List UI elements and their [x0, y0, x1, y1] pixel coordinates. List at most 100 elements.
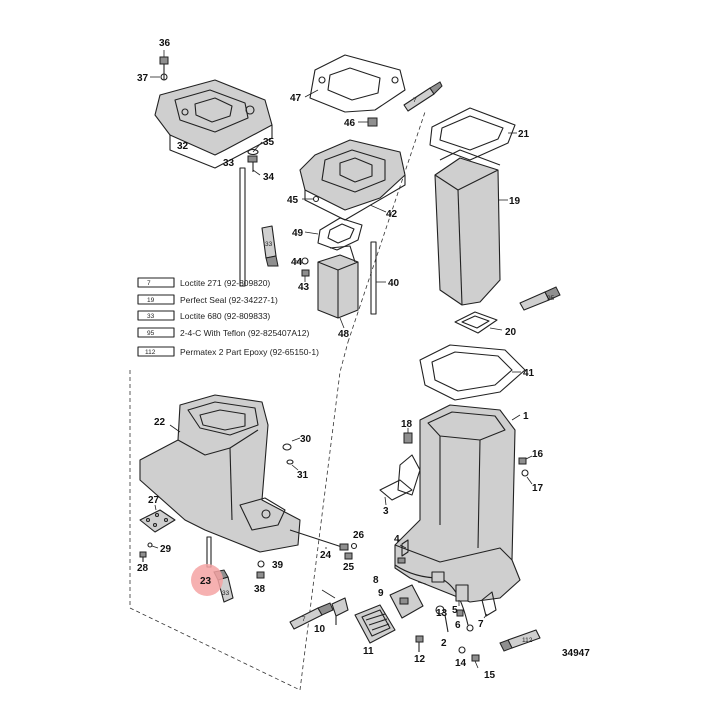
- screw-36[interactable]: [159, 50, 169, 80]
- part-label: 34: [263, 172, 275, 183]
- part-label: 49: [292, 228, 304, 239]
- stud-23[interactable]: [206, 536, 212, 568]
- cover-11[interactable]: [354, 604, 396, 644]
- sealant-tube-95-right: [519, 286, 561, 311]
- legend-row-4: 112 Permatex 2 Part Epoxy (92-65150-1): [137, 346, 319, 357]
- ring-13[interactable]: [435, 605, 445, 615]
- part-label: 28: [137, 563, 149, 574]
- part-label: 15: [484, 670, 496, 681]
- part-label: 24: [320, 550, 332, 561]
- part-label: 5: [452, 605, 458, 616]
- legend-row-1: 19 Perfect Seal (92-34227-1): [137, 294, 278, 305]
- stud-34[interactable]: [252, 162, 261, 176]
- bracket-48[interactable]: [317, 245, 359, 329]
- washer-43[interactable]: [301, 269, 310, 282]
- tube-code: 95: [547, 295, 555, 302]
- part-label: 26: [353, 530, 365, 541]
- adaptor-plate-32[interactable]: [154, 79, 273, 169]
- clip-4[interactable]: [399, 539, 409, 557]
- legend-row-2: 33 Loctite 680 (92-809833): [137, 310, 270, 321]
- tube-code: 7: [413, 97, 417, 104]
- seal-20[interactable]: [454, 311, 503, 334]
- part-label: 35: [263, 137, 275, 148]
- part-label: 47: [290, 93, 302, 104]
- clip-18[interactable]: [403, 428, 413, 444]
- washer-26[interactable]: [350, 542, 358, 550]
- tube-code: 33: [222, 590, 230, 597]
- tube-code: 33: [265, 241, 273, 248]
- part-label: 46: [344, 118, 356, 129]
- legend-row-3: 95 2-4-C With Teflon (92-825407A12): [137, 327, 309, 338]
- bracket-3[interactable]: [379, 479, 413, 506]
- part-label: 32: [177, 141, 189, 152]
- screw-38[interactable]: [256, 571, 265, 579]
- tube-code: 7: [302, 616, 306, 623]
- washer-39[interactable]: [257, 560, 265, 568]
- gasket-41[interactable]: [419, 344, 526, 401]
- legend-row-0: 7 Loctite 271 (92-809820): [137, 277, 270, 288]
- screw-44[interactable]: [295, 257, 309, 265]
- gasket-49[interactable]: [304, 217, 363, 251]
- diagram-id: 34947: [562, 648, 590, 659]
- part-label: 9: [378, 588, 384, 599]
- washer-31[interactable]: [286, 459, 299, 471]
- leader-10: [321, 589, 336, 599]
- washer-37[interactable]: [150, 73, 168, 81]
- part-label: 38: [254, 584, 266, 595]
- long-stud[interactable]: [239, 167, 246, 287]
- part-label: 14: [455, 658, 467, 669]
- screw-28[interactable]: [139, 551, 147, 562]
- dowel-45[interactable]: [302, 195, 320, 203]
- driveshaft-housing-1[interactable]: [394, 404, 521, 603]
- nut-33[interactable]: [247, 155, 258, 163]
- part-label: 27: [148, 495, 160, 506]
- sealant-tube-112: [499, 629, 541, 652]
- part-label: 44: [291, 257, 303, 268]
- part-label: 37: [137, 73, 149, 84]
- nut-25[interactable]: [344, 552, 353, 560]
- part-label: 31: [297, 470, 309, 481]
- part-label: 7: [478, 619, 484, 630]
- part-label: 18: [401, 419, 413, 430]
- part-label: 17: [532, 483, 544, 494]
- pin-24[interactable]: [289, 529, 349, 551]
- module-9[interactable]: [389, 584, 424, 619]
- washer-14[interactable]: [458, 646, 466, 654]
- part-label: 48: [338, 329, 350, 340]
- shaft-40[interactable]: [370, 241, 386, 315]
- screw-12[interactable]: [415, 635, 424, 652]
- driveshaft-housing-22[interactable]: [139, 394, 301, 553]
- part-label: 23: [200, 576, 212, 587]
- sensor-10[interactable]: [331, 597, 349, 625]
- sealant-tube-7-bottom: [289, 602, 334, 630]
- screw-16[interactable]: [518, 455, 533, 465]
- nut-46[interactable]: [358, 117, 378, 127]
- bracket-7[interactable]: [481, 591, 497, 619]
- part-label: 10: [314, 624, 326, 635]
- sealant-tube-95-mid: [261, 225, 279, 267]
- part-label: 42: [386, 209, 398, 220]
- gasket-47[interactable]: [304, 54, 406, 113]
- screw-15[interactable]: [471, 654, 480, 669]
- washer-17[interactable]: [521, 469, 533, 485]
- nut-30[interactable]: [282, 437, 301, 451]
- exhaust-plate-42[interactable]: [299, 139, 406, 221]
- exhaust-tube-19[interactable]: [434, 149, 508, 306]
- part-label: 25: [343, 562, 355, 573]
- screw-29[interactable]: [147, 542, 159, 549]
- part-label: 6: [455, 620, 461, 631]
- part-label: 13: [436, 608, 448, 619]
- sensor-5[interactable]: [455, 584, 469, 606]
- gasket-21[interactable]: [429, 107, 517, 161]
- leader-8: [417, 581, 427, 585]
- washer-35[interactable]: [247, 141, 263, 156]
- screw-6[interactable]: [456, 609, 464, 617]
- part-label: 45: [287, 195, 299, 206]
- part-label: 22: [154, 417, 166, 428]
- legend-label: Loctite 271 (92-809820): [180, 278, 270, 288]
- part-label: 20: [505, 327, 517, 338]
- part-label: 11: [363, 646, 374, 657]
- wire-2[interactable]: [444, 614, 449, 633]
- plate-27[interactable]: [139, 504, 176, 533]
